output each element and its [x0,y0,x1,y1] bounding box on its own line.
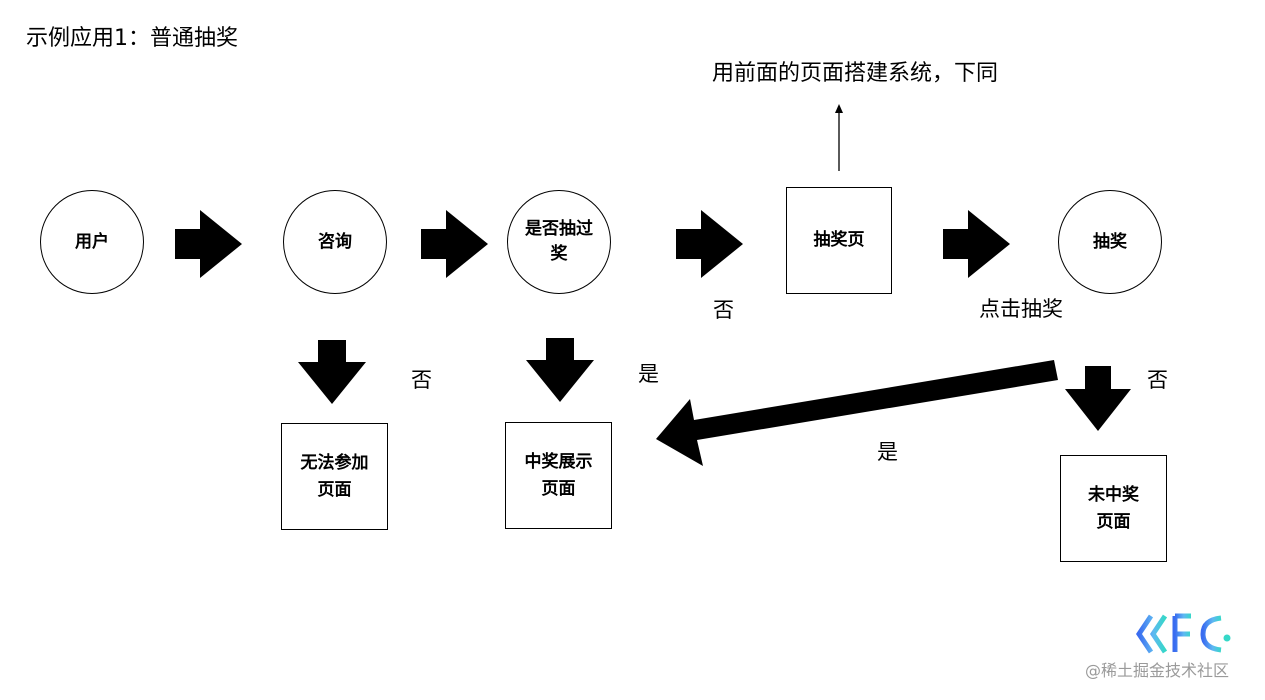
node-winner-page: 中奖展示 页面 [505,422,612,529]
diagram-title: 示例应用1：普通抽奖 [26,26,238,51]
node-cannot-join-label: 无法参加 页面 [301,450,369,504]
edge-label-click-draw: 点击抽奖 [979,297,1063,321]
node-draw: 抽奖 [1058,190,1162,294]
node-drawn-check-label: 是否抽过 奖 [525,217,593,267]
watermark-text: @稀土掘金技术社区 [1085,661,1230,680]
drawn-check-line2: 奖 [550,244,568,264]
no-win-line1: 未中奖 [1088,484,1139,505]
no-win-line2: 页面 [1096,511,1131,532]
node-no-win-page: 未中奖 页面 [1060,455,1167,562]
arrow-consult-to-check [421,210,488,278]
winner-line1: 中奖展示 [524,451,593,472]
edge-label-draw-no: 否 [1147,368,1168,392]
node-lottery-page-label: 抽奖页 [813,230,865,250]
page-builder-note: 用前面的页面搭建系统，下同 [712,61,999,86]
juejin-logo-icon [1135,613,1231,654]
node-draw-label: 抽奖 [1093,231,1127,252]
winner-line2: 页面 [541,478,576,499]
node-drawn-check: 是否抽过 奖 [507,190,611,294]
edge-label-draw-yes: 是 [877,440,898,464]
edge-label-drawn-no: 否 [713,298,734,322]
arrow-lottery-to-draw [943,210,1010,278]
arrow-consult-down [298,340,366,404]
arrow-check-to-lottery [676,210,743,278]
arrow-draw-to-winner [656,360,1058,466]
node-user: 用户 [40,190,144,294]
node-consult: 咨询 [283,190,387,294]
cannot-join-line2: 页面 [317,479,352,500]
arrow-draw-down [1065,366,1131,431]
node-lottery-page: 抽奖页 [786,187,892,294]
edge-label-consult-no: 否 [411,368,432,392]
arrow-check-down [526,338,594,402]
node-cannot-join-page: 无法参加 页面 [281,423,388,530]
edge-label-drawn-yes: 是 [638,362,659,386]
node-no-win-label: 未中奖 页面 [1088,482,1139,536]
node-winner-label: 中奖展示 页面 [525,449,593,503]
arrow-user-to-consult [175,210,242,278]
drawn-check-line1: 是否抽过 [525,219,593,239]
node-user-label: 用户 [75,231,109,252]
node-consult-label: 咨询 [318,231,352,252]
arrow-head-to-note [835,104,843,113]
cannot-join-line1: 无法参加 [300,452,369,473]
